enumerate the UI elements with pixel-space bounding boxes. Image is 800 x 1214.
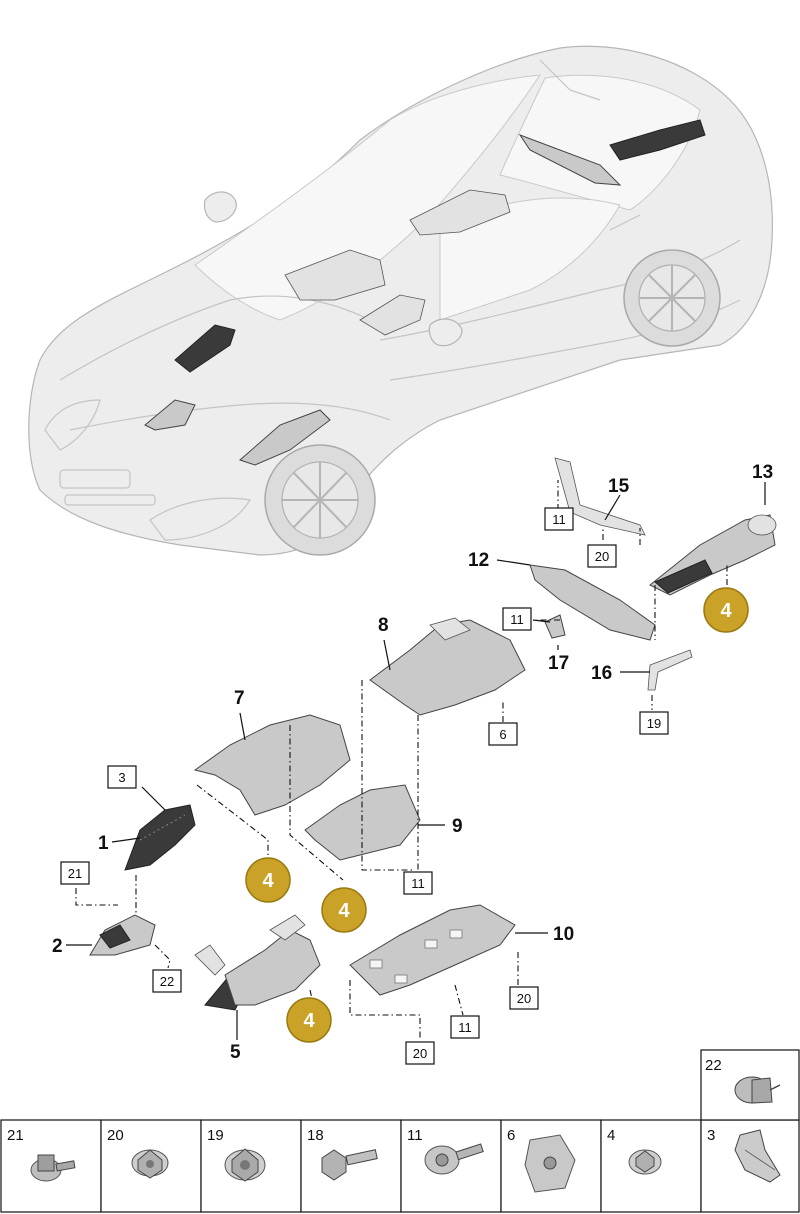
legend-cell-22: 22	[700, 1049, 800, 1121]
callout-1: 1	[98, 833, 109, 854]
svg-text:3: 3	[707, 1127, 715, 1144]
svg-text:19: 19	[647, 716, 661, 731]
flange-nut-icon	[131, 1149, 169, 1179]
part-2-bracket	[89, 914, 156, 956]
legend-cell-11: 11	[400, 1119, 502, 1213]
part-16-bracket	[647, 649, 693, 691]
dash-lines	[75, 480, 728, 1040]
ref-box-3: 3	[107, 765, 137, 789]
ref-box-20: 20	[509, 986, 539, 1010]
part-13-shield	[649, 514, 777, 596]
callout-13: 13	[752, 462, 773, 483]
callout-9: 9	[452, 816, 463, 837]
car-illustration	[28, 45, 773, 556]
legend-cell-20: 20	[100, 1119, 202, 1213]
leader-lines	[66, 482, 766, 1040]
badge-4: 4	[703, 587, 749, 633]
part-5-shield	[194, 914, 321, 1011]
ref-box-19: 19	[639, 711, 669, 735]
svg-text:11: 11	[411, 876, 425, 891]
callout-17: 17	[548, 653, 569, 674]
svg-text:11: 11	[458, 1020, 472, 1035]
svg-text:6: 6	[499, 727, 506, 742]
part-9-shield	[304, 784, 421, 861]
callout-7: 7	[234, 688, 245, 709]
svg-text:18: 18	[307, 1127, 324, 1144]
badges: 4 4 4 4	[245, 587, 749, 1043]
ref-box-6: 6	[488, 722, 518, 746]
callout-16: 16	[591, 663, 612, 684]
legend-cell-18: 18	[300, 1119, 402, 1213]
part-7-shield	[193, 714, 351, 816]
part-8-shield	[369, 617, 526, 716]
legend-cell-4: 4	[600, 1119, 702, 1213]
svg-text:4: 4	[607, 1127, 615, 1144]
badge-4: 4	[321, 887, 367, 933]
badge-4: 4	[286, 997, 332, 1043]
callouts: 13 15 12 17 16 8 7 9 1 2 5 10	[52, 462, 773, 1063]
svg-text:11: 11	[407, 1127, 423, 1144]
clip-nut-icon	[524, 1134, 576, 1193]
svg-text:11: 11	[510, 612, 524, 627]
callout-5: 5	[230, 1042, 241, 1063]
svg-text:20: 20	[595, 549, 609, 564]
hardware-legend: 21 20 19	[0, 1049, 800, 1213]
ref-box-20: 20	[587, 544, 617, 568]
svg-text:22: 22	[705, 1057, 722, 1074]
callout-12: 12	[468, 550, 489, 571]
part-12-shield	[529, 564, 656, 641]
callout-2: 2	[52, 936, 63, 957]
svg-text:22: 22	[160, 974, 174, 989]
push-rivet-icon	[734, 1076, 781, 1104]
hex-bolt-icon	[321, 1149, 378, 1181]
ref-box-11: 11	[403, 871, 433, 895]
svg-text:4: 4	[720, 600, 732, 622]
svg-text:11: 11	[552, 512, 566, 527]
ref-box-11: 11	[544, 507, 574, 531]
svg-text:21: 21	[7, 1127, 24, 1144]
svg-text:20: 20	[517, 991, 531, 1006]
callout-8: 8	[378, 615, 389, 636]
part-10-shield	[349, 904, 516, 996]
part-17-bracket	[544, 614, 566, 639]
svg-text:4: 4	[303, 1010, 315, 1032]
callout-15: 15	[608, 476, 630, 497]
legend-cell-6: 6	[500, 1119, 602, 1213]
part-1-shield	[124, 804, 196, 871]
spring-clip-icon	[734, 1129, 781, 1183]
svg-text:3: 3	[118, 770, 125, 785]
washer-screw-icon	[424, 1143, 484, 1175]
callout-10: 10	[553, 924, 574, 945]
part-15-bracket	[554, 457, 646, 536]
legend-cell-19: 19	[200, 1119, 302, 1213]
svg-text:4: 4	[338, 900, 350, 922]
badge-4: 4	[245, 857, 291, 903]
hex-nut-icon	[224, 1148, 266, 1182]
legend-cell-21: 21	[0, 1119, 102, 1213]
ref-box-11: 11	[450, 1015, 480, 1039]
ref-box-21: 21	[60, 861, 90, 885]
svg-text:4: 4	[262, 870, 274, 892]
svg-text:21: 21	[68, 866, 82, 881]
svg-text:20: 20	[413, 1046, 427, 1061]
svg-text:20: 20	[107, 1127, 124, 1144]
svg-text:6: 6	[507, 1127, 515, 1144]
ref-box-22: 22	[152, 969, 182, 993]
ref-box-20: 20	[405, 1041, 435, 1065]
svg-text:19: 19	[207, 1127, 224, 1144]
round-nut-icon	[628, 1149, 662, 1175]
ref-box-11: 11	[502, 607, 532, 631]
legend-cell-3: 3	[700, 1119, 800, 1213]
boxed-refs: 11 20 11 19 6 3 21 11	[60, 507, 669, 1065]
bolt-washer-icon	[30, 1154, 76, 1182]
